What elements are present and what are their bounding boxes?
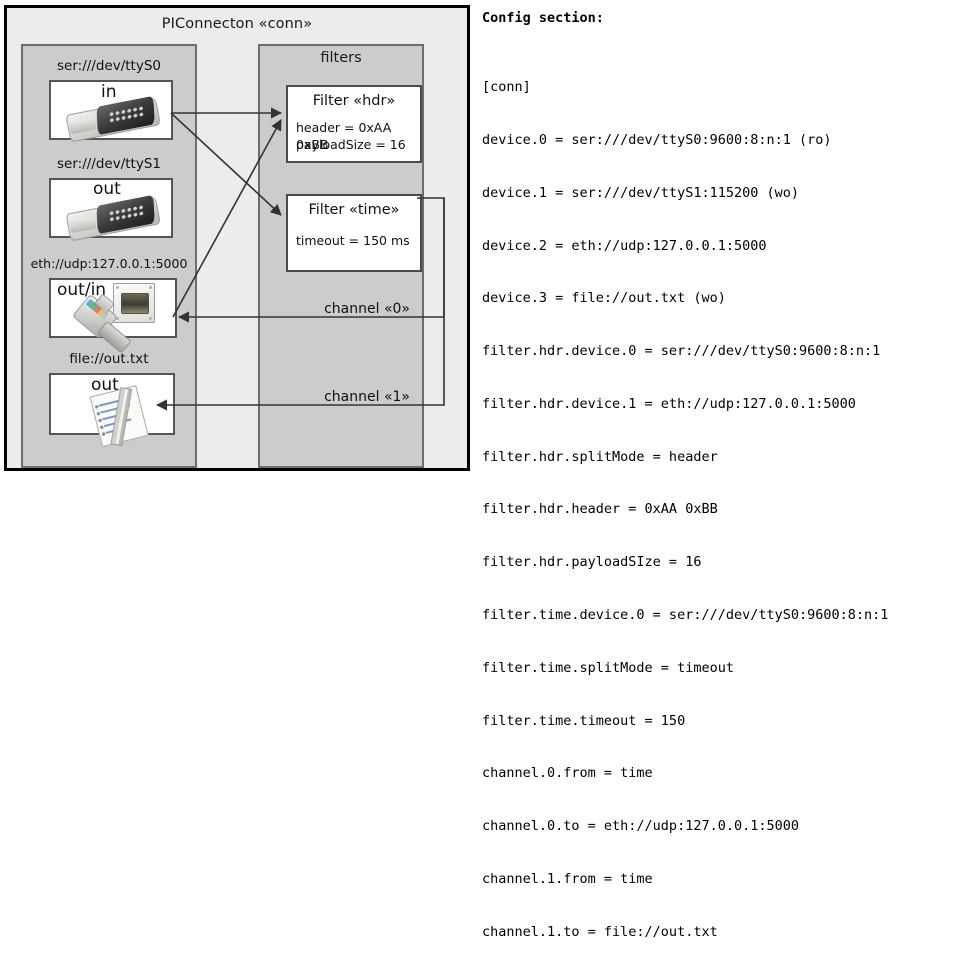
ethernet-icon xyxy=(113,283,155,323)
filter-box-hdr[interactable]: Filter «hdr» header = 0xAA 0xBB payloadS… xyxy=(286,85,422,163)
device-io-eth: out/in xyxy=(57,280,107,300)
serial-port-icon xyxy=(65,193,162,244)
config-line: filter.hdr.payloadSIze = 16 xyxy=(482,554,702,571)
device-group-file: file://out.txt out xyxy=(23,351,195,455)
filter-prop-hdr-header: header = 0xAA 0xBB xyxy=(296,120,392,152)
config-line: filter.hdr.splitMode = header xyxy=(482,448,718,465)
config-line: filter.time.timeout = 150 xyxy=(482,712,686,729)
config-line: channel.0.from = time xyxy=(482,765,653,782)
config-line: channel.1.from = time xyxy=(482,870,653,887)
device-box-eth[interactable]: out/in xyxy=(49,278,177,354)
device-group-ttys1: ser:///dev/ttyS1 out xyxy=(23,156,195,260)
device-label-file: file://out.txt xyxy=(69,351,149,367)
config-line: device.3 = file://out.txt (wo) xyxy=(482,290,726,307)
diagram-page: PIConnecton «conn» ser:///dev/ttyS0 in s… xyxy=(4,5,960,940)
channel-label-1: channel «1» xyxy=(324,389,410,405)
filter-prop-hdr-payload: payloadSize = 16 xyxy=(296,137,406,152)
serial-port-icon xyxy=(65,94,162,145)
filter-title-time: Filter «time» xyxy=(308,202,400,218)
filter-title-hdr: Filter «hdr» xyxy=(312,93,396,109)
config-line: filter.hdr.header = 0xAA 0xBB xyxy=(482,501,718,518)
device-io-file: out xyxy=(91,375,119,395)
channel-label-0: channel «0» xyxy=(324,301,410,317)
device-box-ttys0[interactable]: in xyxy=(49,80,173,143)
device-label-eth: eth://udp:127.0.0.1:5000 xyxy=(30,256,188,271)
device-io-ttys0: in xyxy=(101,82,117,102)
device-group-ttys0: ser:///dev/ttyS0 in xyxy=(23,58,195,162)
config-line: channel.0.to = eth://udp:127.0.0.1:5000 xyxy=(482,818,799,835)
device-label-ttys1: ser:///dev/ttyS1 xyxy=(57,156,161,172)
config-line: filter.hdr.device.1 = eth://udp:127.0.0.… xyxy=(482,395,856,412)
config-line: [conn] xyxy=(482,79,531,96)
config-line: channel.1.to = file://out.txt xyxy=(482,923,718,940)
config-line: device.0 = ser:///dev/ttyS0:9600:8:n:1 (… xyxy=(482,131,832,148)
config-line: filter.time.device.0 = ser:///dev/ttyS0:… xyxy=(482,607,889,623)
filters-panel: filters Filter «hdr» header = 0xAA 0xBB … xyxy=(258,44,424,468)
config-line: filter.hdr.device.0 = ser:///dev/ttyS0:9… xyxy=(482,343,881,360)
filter-box-time[interactable]: Filter «time» timeout = 150 ms xyxy=(286,194,422,272)
device-box-ttys1[interactable]: out xyxy=(49,178,173,242)
config-section: Config section: [conn] device.0 = ser://… xyxy=(482,6,960,940)
config-line: device.2 = eth://udp:127.0.0.1:5000 xyxy=(482,237,767,254)
filter-prop-time-timeout: timeout = 150 ms xyxy=(296,233,410,248)
filters-panel-title: filters xyxy=(320,50,362,66)
connection-diagram: PIConnecton «conn» ser:///dev/ttyS0 in s… xyxy=(4,5,470,471)
config-heading: Config section: xyxy=(482,10,604,26)
device-io-ttys1: out xyxy=(93,179,121,199)
device-group-eth: eth://udp:127.0.0.1:5000 out/in xyxy=(23,256,195,360)
devices-panel: ser:///dev/ttyS0 in ser:///dev/ttyS1 out xyxy=(21,44,197,468)
diagram-title: PIConnecton «conn» xyxy=(161,16,313,32)
config-text: [conn] device.0 = ser:///dev/ttyS0:9600:… xyxy=(482,44,888,968)
device-box-file[interactable]: out xyxy=(49,373,175,448)
config-line: filter.time.splitMode = timeout xyxy=(482,659,734,676)
device-label-ttys0: ser:///dev/ttyS0 xyxy=(57,58,161,74)
config-line: device.1 = ser:///dev/ttyS1:115200 (wo) xyxy=(482,184,799,201)
